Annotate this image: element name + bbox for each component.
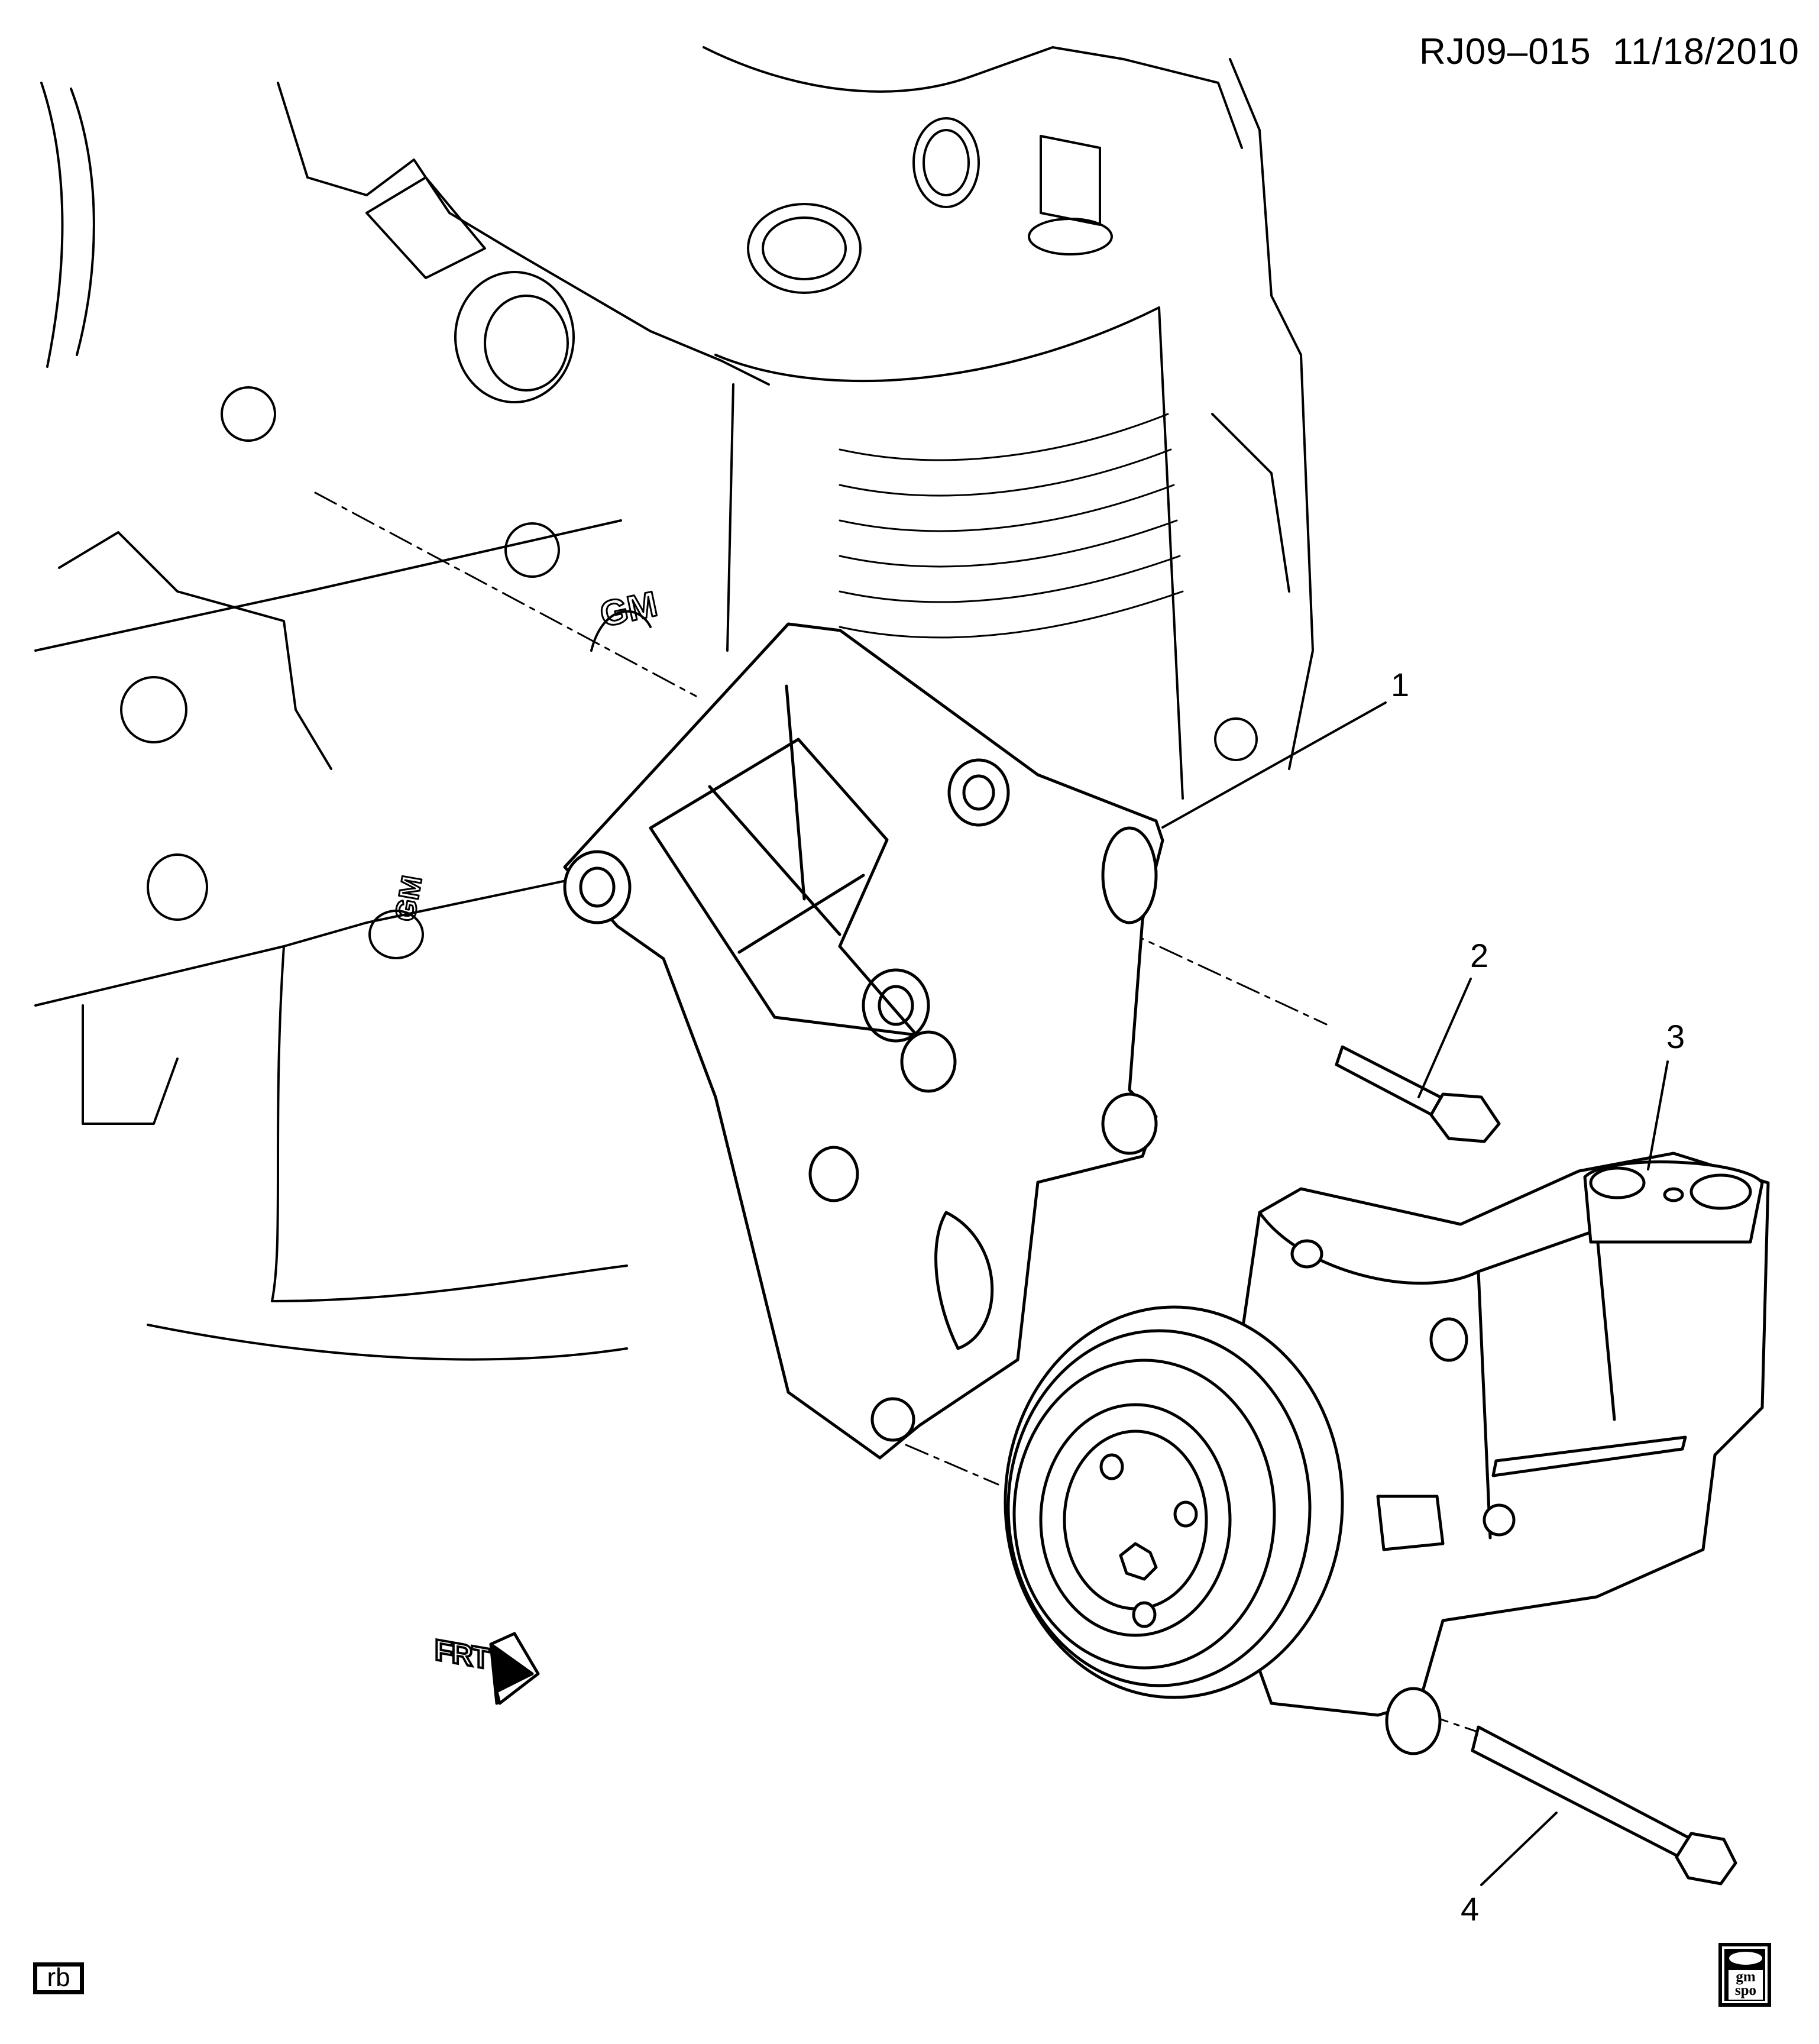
illustrator-initials-box: rb [33,1962,84,1994]
bracket-part-1 [563,622,1164,1460]
arrow-right-icon [489,1632,540,1705]
callout-2: 2 [1470,937,1489,974]
callout-1: 1 [1391,666,1410,703]
diagram-header: RJ09–015 11/18/2010 [1419,31,1799,73]
diagram-id: RJ09–015 [1419,31,1591,72]
illustrator-initials: rb [47,1963,70,1992]
diagram-date: 11/18/2010 [1613,31,1799,72]
logo-line-1: gm [1736,1969,1756,1985]
callout-4: 4 [1461,1890,1480,1927]
ac-compressor-part-3 [1004,1152,1770,1755]
bolt-part-2 [1335,1045,1501,1143]
engine-block: GM GM [34,46,1314,1361]
bolt-part-4 [1471,1725,1737,1885]
gm-emblem: GM [390,874,429,924]
logo-line-2: spo [1734,1982,1757,1998]
callout-leaders [1161,701,1669,1886]
callout-3: 3 [1666,1018,1685,1055]
logo-oval [1729,1952,1762,1965]
